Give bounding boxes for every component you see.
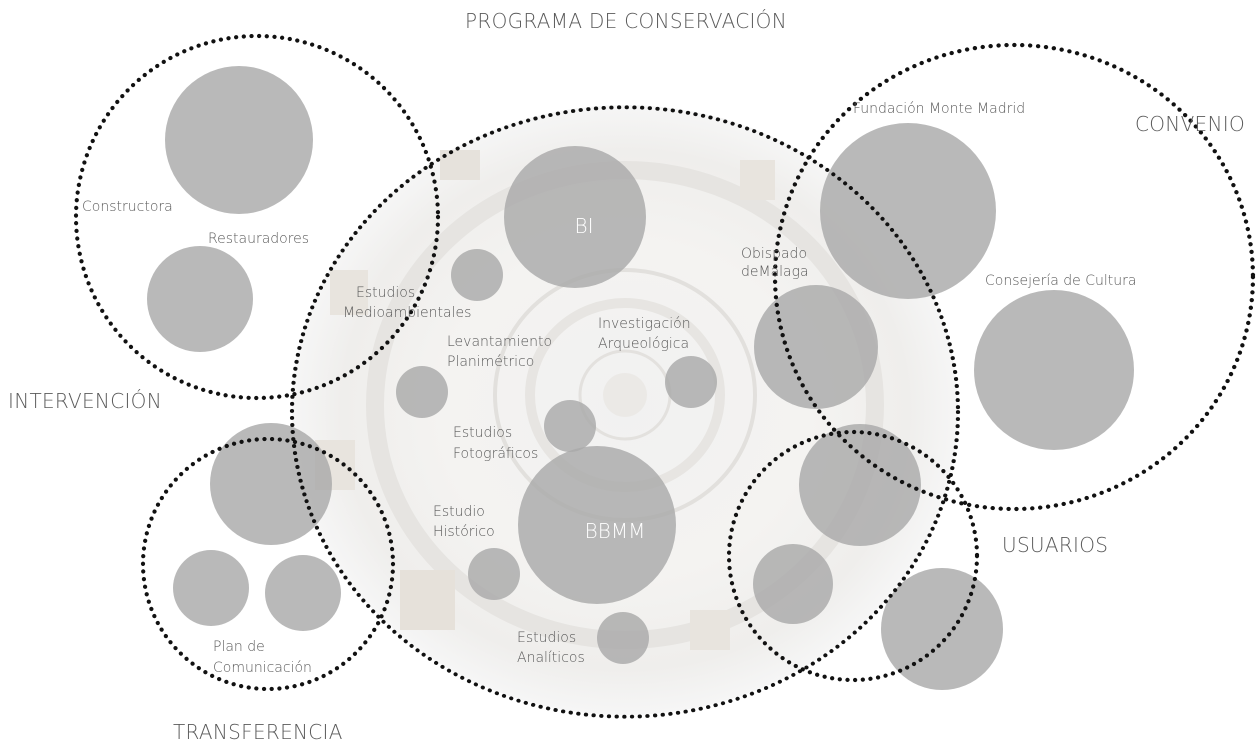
node-circle-analiticos [597, 612, 649, 664]
node-circle-consejeria [974, 290, 1134, 450]
group-label-intervencion: INTERVENCIÓN [8, 389, 162, 413]
label-estudios-medioambientales-1: Estudios [356, 285, 415, 301]
node-circle-constructora-top [165, 66, 313, 214]
label-historico-2: Histórico [433, 524, 495, 540]
node-circle-fotograficos [544, 400, 596, 452]
group-label-convenio: CONVENIO [1135, 112, 1245, 136]
label-fotograficos-1: Estudios [453, 425, 512, 441]
node-labels: Constructora Restauradores Estudios Medi… [82, 101, 1136, 676]
group-label-transferencia: TRANSFERENCIA [173, 720, 343, 744]
label-estudios-medioambientales-2: Medioambientales [343, 305, 471, 321]
node-circle-usuarios-bottom [881, 568, 1003, 690]
group-label-usuarios: USUARIOS [1002, 533, 1108, 557]
node-circle-fundacion [820, 123, 996, 299]
node-circle-transferencia-left [173, 550, 249, 626]
label-historico-1: Estudio [433, 504, 485, 520]
node-circle-obispado [754, 285, 878, 409]
label-levantamiento-2: Planimétrico [447, 354, 534, 370]
label-levantamiento-1: Levantamiento [447, 334, 552, 350]
node-circle-usuarios-top [799, 424, 921, 546]
node-circle-bbmm [518, 446, 676, 604]
node-circle-transferencia-right [265, 555, 341, 631]
ring-transferencia [140, 436, 396, 692]
node-circle-restauradores [147, 246, 253, 352]
label-investigacion-1: Investigación [598, 316, 691, 332]
group-label-programa: PROGRAMA DE CONSERVACIÓN [465, 9, 787, 33]
label-investigacion-2: Arqueológica [598, 336, 689, 352]
label-constructora: Constructora [82, 199, 173, 215]
node-circle-medioambientales [451, 249, 503, 301]
node-circle-usuarios-left [753, 544, 833, 624]
node-circle-transferencia-top [210, 423, 332, 545]
label-plan-comunicacion-2: Comunicación [213, 660, 312, 676]
group-rings [73, 33, 1256, 719]
ring-usuarios [726, 429, 980, 683]
ring-intervencion [73, 33, 441, 401]
label-fotograficos-2: Fotográficos [453, 446, 538, 462]
node-circle-historico [468, 548, 520, 600]
label-bi: BI [575, 214, 594, 238]
node-circle-bi [504, 146, 646, 288]
node-circle-investigacion [665, 356, 717, 408]
label-plan-comunicacion-1: Plan de [213, 639, 265, 655]
label-restauradores: Restauradores [208, 231, 309, 247]
group-labels: PROGRAMA DE CONSERVACIÓN CONVENIO INTERV… [8, 9, 1245, 744]
label-obispado-1: Obispado [741, 246, 807, 262]
node-circles [147, 66, 1134, 690]
ring-convenio [772, 42, 1256, 512]
label-consejeria: Consejería de Cultura [985, 273, 1136, 289]
ring-programa-conservacion [289, 105, 961, 719]
label-fundacion: Fundación Monte Madrid [853, 101, 1025, 117]
label-bbmm: BBMM [585, 519, 646, 543]
label-analiticos-2: Analíticos [517, 650, 585, 666]
label-obispado-2: deMálaga [741, 264, 809, 280]
label-analiticos-1: Estudios [517, 630, 576, 646]
node-circle-levantamiento [396, 366, 448, 418]
